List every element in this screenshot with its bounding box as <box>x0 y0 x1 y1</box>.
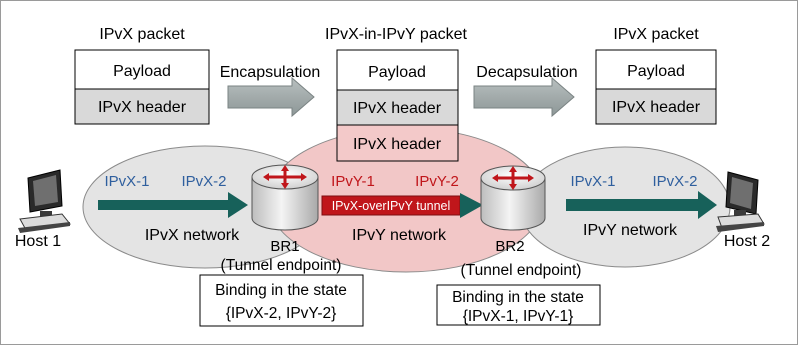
br1-label: BR1 <box>270 238 299 255</box>
middle-address-2: IPvY-2 <box>415 173 459 190</box>
left-flow-arrow <box>98 192 248 218</box>
middle-address-1: IPvY-1 <box>331 173 375 190</box>
right-flow-arrow <box>566 191 717 219</box>
host-2-computer-icon <box>716 171 765 232</box>
left-header-label: IPvX header <box>98 99 187 116</box>
decapsulation-arrow <box>473 76 575 118</box>
br1-binding-box: Binding in the state {IPvX-2, IPvY-2} <box>199 274 364 327</box>
br2-router-icon <box>480 165 546 231</box>
br2-role-label: (Tunnel endpoint) <box>461 262 582 279</box>
decapsulation-label: Decapsulation <box>476 64 577 81</box>
br2-binding-box: Binding in the state {IPvX-1, IPvY-1} <box>436 284 601 326</box>
middle-packet: Payload IPvX header IPvX header <box>336 49 459 162</box>
br2-binding-line-1: Binding in the state <box>452 289 584 306</box>
br1-binding-line-1: Binding in the state <box>215 282 347 299</box>
left-payload-label: Payload <box>113 63 171 80</box>
tunnel-arrowhead <box>460 193 483 218</box>
middle-network-name: IPvY network <box>352 227 447 244</box>
br2-label: BR2 <box>495 238 524 255</box>
right-network-name: IPvY network <box>583 222 678 239</box>
br2-binding-line-2: {IPvX-1, IPvY-1} <box>463 308 574 325</box>
left-packet-title: IPvX packet <box>99 26 185 43</box>
right-packet-title: IPvX packet <box>613 26 699 43</box>
br1-binding-line-2: {IPvX-2, IPvY-2} <box>226 305 337 322</box>
encapsulation-label: Encapsulation <box>220 64 321 81</box>
tunnel-label: IPvX-overIPvY tunnel <box>332 199 451 213</box>
middle-inner-header-label: IPvX header <box>353 100 442 117</box>
right-header-label: IPvX header <box>612 99 701 116</box>
host-2-label: Host 2 <box>724 233 770 250</box>
left-packet: Payload IPvX header <box>74 49 210 125</box>
left-address-2: IPvX-2 <box>181 173 226 190</box>
br1-role-label: (Tunnel endpoint) <box>221 257 342 274</box>
right-packet: Payload IPvX header <box>595 49 717 125</box>
left-network-name: IPvX network <box>145 227 240 244</box>
br1-router-icon <box>251 164 319 231</box>
host-1-computer-icon <box>18 169 71 233</box>
right-address-2: IPvX-2 <box>652 173 697 190</box>
encapsulation-arrow <box>227 76 315 118</box>
host-1-label: Host 1 <box>15 233 61 250</box>
left-address-1: IPvX-1 <box>104 173 149 190</box>
middle-payload-label: Payload <box>368 64 426 81</box>
right-payload-label: Payload <box>627 63 685 80</box>
middle-outer-header-label: IPvX header <box>353 136 442 153</box>
middle-packet-title: IPvX-in-IPvY packet <box>325 26 468 43</box>
right-address-1: IPvX-1 <box>570 173 615 190</box>
